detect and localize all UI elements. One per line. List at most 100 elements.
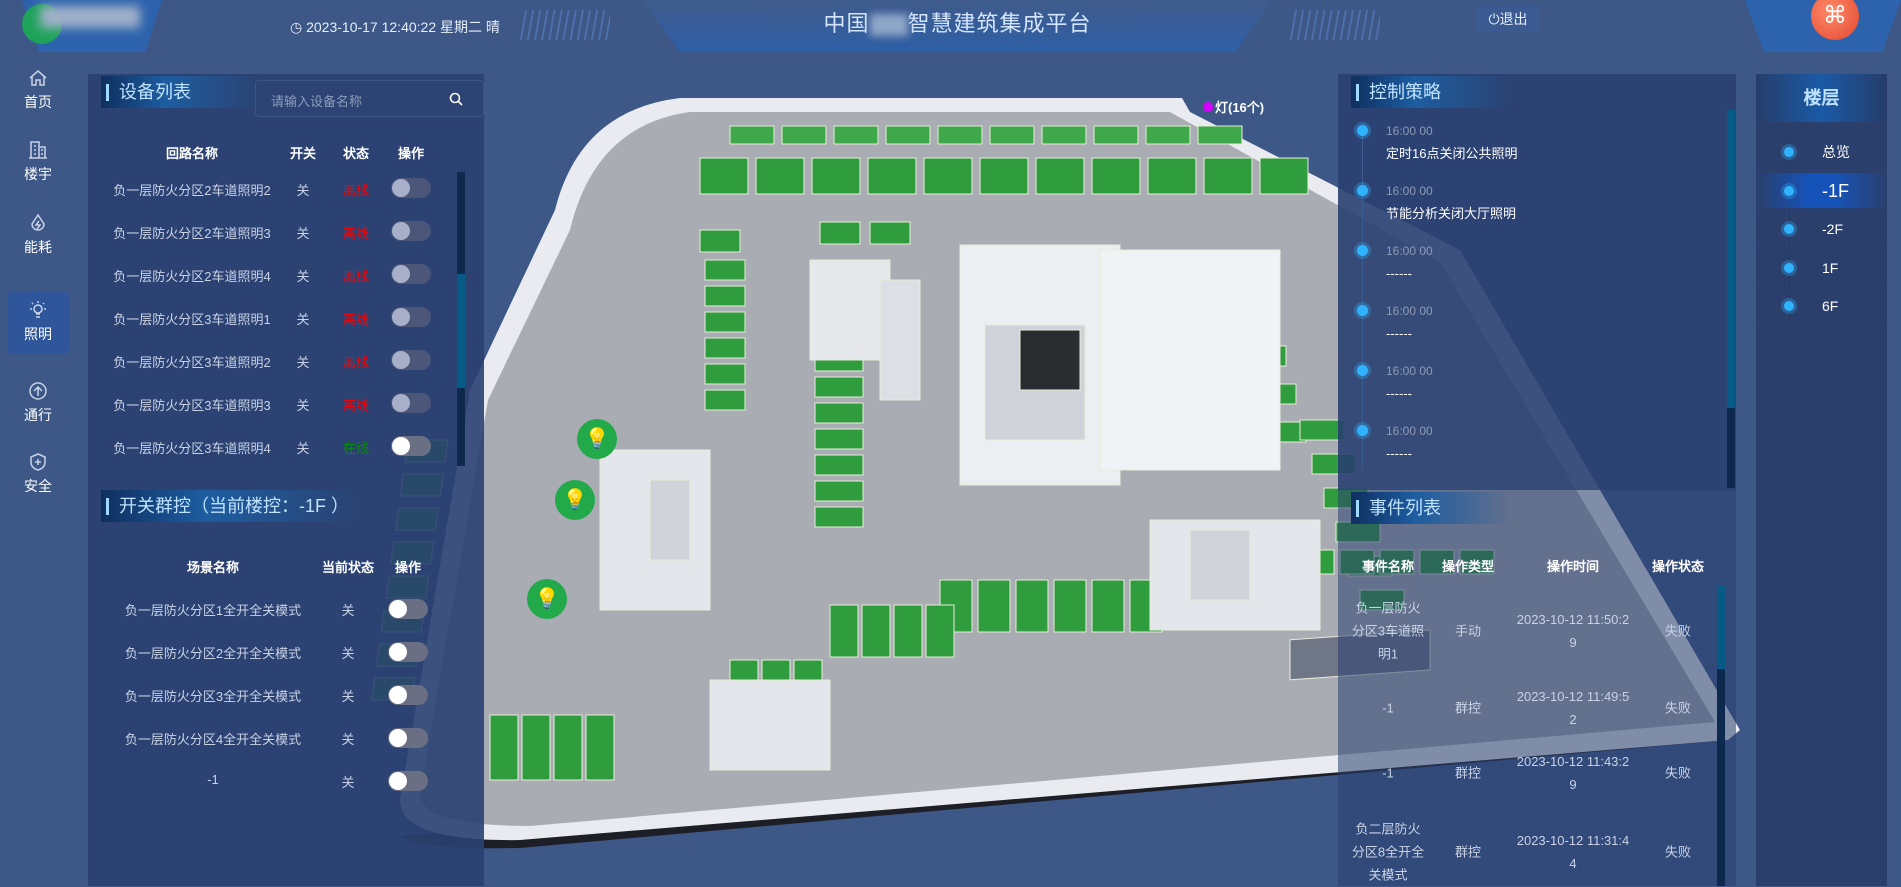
floor-item[interactable]: -2F — [1756, 211, 1887, 247]
parking-space — [521, 714, 551, 781]
toggle-knob — [392, 394, 410, 412]
side-nav: 首页 楼宇 能耗 照明 通行 安全 — [0, 60, 88, 886]
lamp-marker-icon[interactable]: 💡 — [527, 579, 567, 619]
parking-space — [553, 714, 583, 781]
col-header: 当前状态 — [321, 560, 375, 575]
nav-item-home[interactable]: 首页 — [7, 60, 69, 122]
parking-space — [1035, 157, 1085, 195]
toggle-knob — [389, 772, 407, 790]
floor-item[interactable]: 总览 — [1756, 134, 1887, 170]
scrollbar-thumb[interactable] — [1727, 110, 1735, 408]
strategy-text: 定时16点关闭公共照明 — [1386, 146, 1518, 161]
header-title-decoration — [642, 0, 1273, 52]
scene-control-title: 开关群控（当前楼控：-1F ） — [101, 490, 361, 522]
device-toggle[interactable] — [391, 264, 431, 284]
parking-space — [704, 311, 746, 333]
company-name-blurred — [40, 6, 140, 28]
timeline-dot-icon — [1357, 245, 1368, 256]
left-panel — [88, 74, 484, 886]
timeline-line — [1362, 128, 1363, 468]
col-header: 操作 — [394, 560, 422, 575]
device-toggle[interactable] — [391, 307, 431, 327]
device-switch: 关 — [296, 312, 310, 327]
col-header: 操作状态 — [1651, 559, 1705, 574]
col-header: 场景名称 — [186, 560, 240, 575]
strategy-text: ------ — [1386, 446, 1412, 461]
strategy-time: 16:00 00 — [1386, 244, 1433, 258]
device-name: 负一层防火分区3车道照明3 — [113, 398, 271, 413]
device-toggle[interactable] — [391, 393, 431, 413]
strategy-text: ------ — [1386, 326, 1412, 341]
parking-space — [704, 363, 746, 385]
scene-toggle[interactable] — [388, 728, 428, 748]
scene-toggle[interactable] — [388, 599, 428, 619]
nav-item-energy[interactable]: 能耗 — [7, 205, 69, 267]
strategy-text: ------ — [1386, 386, 1412, 401]
device-toggle[interactable] — [391, 221, 431, 241]
nav-item-access[interactable]: 通行 — [7, 373, 69, 435]
device-toggle[interactable] — [391, 436, 431, 456]
parking-space — [814, 376, 864, 398]
floor-dot-icon — [1784, 224, 1794, 234]
nav-item-building[interactable]: 楼宇 — [7, 132, 69, 194]
scene-toggle[interactable] — [388, 642, 428, 662]
device-search-input[interactable]: 请输入设备名称 — [255, 80, 484, 117]
scrollbar-thumb[interactable] — [1717, 586, 1725, 669]
device-toggle[interactable] — [391, 178, 431, 198]
event-type: 群控 — [1454, 700, 1482, 716]
lamp-marker-icon[interactable]: 💡 — [577, 419, 617, 459]
strategy-time: 16:00 00 — [1386, 304, 1433, 318]
parking-space — [937, 125, 983, 145]
stair-block — [1189, 529, 1251, 601]
scene-name: 负一层防火分区3全开全关模式 — [124, 689, 302, 704]
event-name: 负二层防火 分区8全开全 关模式 — [1351, 821, 1425, 883]
event-status: 失败 — [1664, 623, 1692, 639]
parking-space — [1203, 157, 1253, 195]
device-switch: 关 — [296, 226, 310, 241]
room-block — [809, 259, 891, 361]
floor-dot-icon — [1784, 262, 1794, 273]
floor-item[interactable]: -1F — [1756, 172, 1887, 209]
device-list-scrollbar[interactable] — [457, 172, 465, 466]
event-name: 负一层防火 分区3车道照 明1 — [1351, 600, 1425, 662]
events-panel — [1338, 490, 1736, 886]
floor-item[interactable]: 6F — [1756, 288, 1887, 324]
parking-space — [833, 125, 879, 145]
scene-toggle[interactable] — [388, 771, 428, 791]
events-title: 事件列表 — [1351, 492, 1511, 524]
strategy-text: 节能分析关闭大厅照明 — [1386, 206, 1517, 221]
parking-space — [989, 125, 1035, 145]
device-switch: 关 — [296, 269, 310, 284]
parking-space — [814, 480, 864, 502]
parking-space — [699, 229, 741, 253]
nav-item-security[interactable]: 安全 — [7, 444, 69, 506]
parking-space — [704, 389, 746, 411]
lamp-marker-icon[interactable]: 💡 — [555, 480, 595, 520]
scene-toggle[interactable] — [388, 685, 428, 705]
stair-block — [649, 479, 691, 561]
parking-space — [489, 714, 519, 781]
logout-button[interactable]: ⏻退出 — [1476, 6, 1540, 32]
title-blurred — [869, 14, 908, 37]
col-header: 回路名称 — [165, 146, 219, 161]
parking-space — [1259, 157, 1309, 195]
scene-name: 负一层防火分区2全开全关模式 — [124, 646, 302, 661]
parking-space — [885, 125, 931, 145]
events-scrollbar[interactable] — [1717, 586, 1725, 886]
search-icon[interactable] — [449, 92, 463, 106]
rooms — [599, 244, 1431, 771]
device-status: 离线 — [342, 183, 370, 198]
strategy-scrollbar[interactable] — [1727, 110, 1735, 488]
event-type: 手动 — [1454, 623, 1482, 639]
floor-dot-icon — [1784, 147, 1794, 157]
nav-item-lighting[interactable]: 照明 — [7, 292, 69, 354]
timeline-dot-icon — [1357, 365, 1368, 376]
parking-space — [729, 125, 775, 145]
device-status: 离线 — [342, 355, 370, 370]
scrollbar-thumb[interactable] — [457, 274, 465, 388]
user-avatar[interactable]: ⌘ — [1811, 0, 1859, 40]
toggle-knob — [389, 600, 407, 618]
floor-item[interactable]: 1F — [1756, 250, 1887, 286]
shield-icon — [30, 453, 46, 471]
device-toggle[interactable] — [391, 350, 431, 370]
